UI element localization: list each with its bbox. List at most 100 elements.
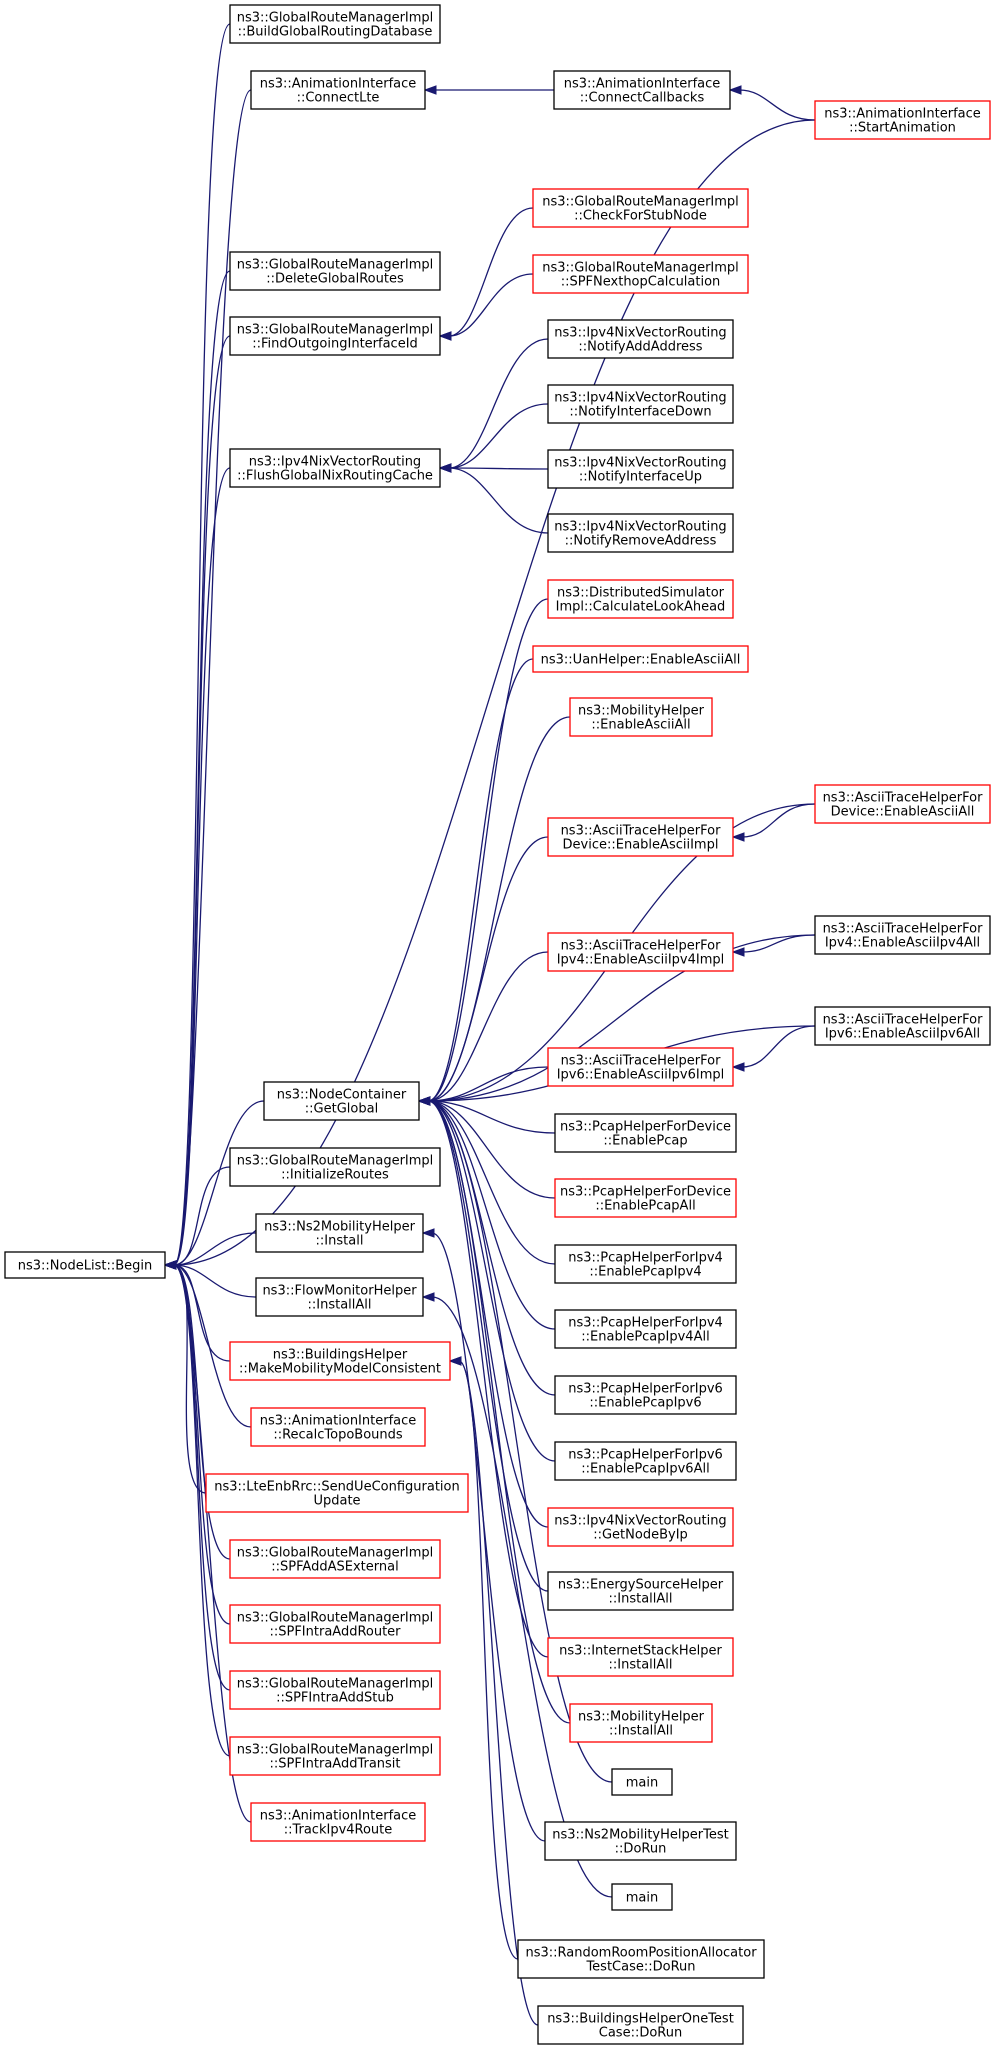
node-label: ns3::GlobalRouteManagerImpl: [237, 1546, 434, 1561]
graph-node[interactable]: ns3::PcapHelperForDevice::EnablePcap: [554, 1113, 737, 1153]
graph-node[interactable]: ns3::GlobalRouteManagerImpl::FindOutgoin…: [229, 316, 441, 356]
node-label: ::BuildGlobalRoutingDatabase: [238, 25, 433, 40]
graph-node[interactable]: ns3::PcapHelperForIpv4::EnablePcapIpv4Al…: [554, 1309, 737, 1349]
call-edge: [448, 338, 549, 469]
graph-node[interactable]: ns3::AnimationInterface::TrackIpv4Route: [250, 1802, 426, 1842]
graph-node[interactable]: ns3::GlobalRouteManagerImpl::BuildGlobal…: [229, 4, 441, 44]
graph-node-root[interactable]: ns3::NodeList::Begin: [4, 1251, 166, 1279]
node-label: ::NotifyRemoveAddress: [565, 534, 717, 549]
graph-node[interactable]: ns3::MobilityHelper::InstallAll: [569, 1703, 713, 1743]
call-edge: [173, 23, 231, 1266]
call-edge: [448, 403, 549, 469]
graph-node[interactable]: ns3::NodeContainer::GetGlobal: [263, 1081, 420, 1121]
graph-node[interactable]: ns3::AsciiTraceHelperForDevice::EnableAs…: [814, 784, 991, 824]
node-label: ns3::Ipv4NixVectorRouting: [554, 1514, 726, 1529]
node-label: Impl::CalculateLookAhead: [556, 600, 726, 615]
graph-node[interactable]: ns3::GlobalRouteManagerImpl::DeleteGloba…: [229, 251, 441, 291]
call-edge: [427, 1100, 556, 1199]
graph-node[interactable]: ns3::GlobalRouteManagerImpl::SPFNexthopC…: [532, 254, 749, 294]
graph-node[interactable]: ns3::RandomRoomPositionAllocatorTestCase…: [517, 1939, 765, 1979]
graph-node[interactable]: ns3::Ns2MobilityHelper::Install: [255, 1213, 424, 1253]
graph-node[interactable]: ns3::BuildingsHelper::MakeMobilityModelC…: [229, 1341, 451, 1381]
node-box: [263, 1081, 420, 1121]
call-edge: [427, 1100, 556, 1134]
call-edge: [427, 1066, 549, 1102]
graph-node[interactable]: ns3::PcapHelperForIpv6::EnablePcapIpv6: [554, 1375, 737, 1415]
node-label: ::EnableAsciiAll: [591, 718, 690, 733]
graph-node[interactable]: ns3::EnergySourceHelper::InstallAll: [547, 1571, 734, 1611]
graph-node[interactable]: ns3::UanHelper::EnableAsciiAll: [532, 645, 749, 673]
node-label: ns3::PcapHelperForIpv4: [568, 1251, 723, 1266]
node-label: ::DoRun: [615, 1842, 667, 1857]
graph-node[interactable]: ns3::AnimationInterface::ConnectCallback…: [553, 70, 731, 110]
graph-node[interactable]: main: [611, 1883, 673, 1911]
graph-node[interactable]: ns3::Ipv4NixVectorRouting::NotifyInterfa…: [547, 449, 734, 489]
node-label: main: [626, 1776, 658, 1791]
graph-node[interactable]: ns3::GlobalRouteManagerImpl::SPFIntraAdd…: [229, 1604, 441, 1644]
edge-arrowhead: [163, 1260, 177, 1270]
graph-node[interactable]: ns3::GlobalRouteManagerImpl::InitializeR…: [229, 1147, 441, 1187]
graph-node[interactable]: ns3::LteEnbRrc::SendUeConfigurationUpdat…: [205, 1473, 469, 1513]
graph-node[interactable]: ns3::GlobalRouteManagerImpl::CheckForStu…: [532, 188, 749, 228]
graph-node[interactable]: ns3::GlobalRouteManagerImpl::SPFIntraAdd…: [229, 1736, 441, 1776]
graph-node[interactable]: ns3::AsciiTraceHelperForIpv6::EnableAsci…: [814, 1006, 991, 1046]
graph-node[interactable]: ns3::PcapHelperForIpv6::EnablePcapIpv6Al…: [554, 1441, 737, 1481]
node-label: ::NotifyInterfaceUp: [579, 470, 702, 485]
node-label: Ipv6::EnableAsciiIpv6Impl: [557, 1068, 725, 1083]
graph-node[interactable]: ns3::GlobalRouteManagerImpl::SPFAddASExt…: [229, 1539, 441, 1579]
node-box: [569, 1703, 713, 1743]
graph-node[interactable]: ns3::AsciiTraceHelperForDevice::EnableAs…: [547, 817, 734, 857]
node-box: [229, 1341, 451, 1381]
node-label: Case::DoRun: [599, 2026, 682, 2041]
graph-node[interactable]: ns3::DistributedSimulatorImpl::Calculate…: [547, 579, 734, 619]
graph-node[interactable]: ns3::AnimationInterface::ConnectLte: [250, 70, 426, 110]
node-label: ns3::MobilityHelper: [578, 1710, 705, 1725]
graph-node[interactable]: ns3::InternetStackHelper::InstallAll: [547, 1637, 734, 1677]
graph-node[interactable]: ns3::AsciiTraceHelperForIpv4::EnableAsci…: [814, 915, 991, 955]
node-label: ns3::GlobalRouteManagerImpl: [542, 195, 739, 210]
call-edge: [173, 1264, 231, 1362]
call-edge: [173, 1264, 207, 1494]
call-edge: [427, 951, 549, 1102]
edge-arrowhead: [421, 1292, 435, 1302]
graph-node[interactable]: ns3::PcapHelperForDevice::EnablePcapAll: [554, 1178, 737, 1218]
call-edge: [427, 1100, 556, 1265]
node-box: [229, 4, 441, 44]
node-box: [229, 1670, 441, 1710]
graph-node[interactable]: ns3::AsciiTraceHelperForIpv4::EnableAsci…: [547, 932, 734, 972]
node-box: [814, 1006, 991, 1046]
call-edge: [427, 1100, 613, 1783]
edge-arrowhead: [731, 947, 745, 957]
edge-arrowhead: [448, 1356, 462, 1366]
node-label: ::EnablePcap: [603, 1134, 687, 1149]
node-box: [547, 1571, 734, 1611]
node-label: ns3::AsciiTraceHelperFor: [823, 922, 984, 937]
node-label: Update: [313, 1494, 360, 1509]
graph-node[interactable]: ns3::Ipv4NixVectorRouting::NotifyRemoveA…: [547, 513, 734, 553]
graph-node[interactable]: ns3::Ipv4NixVectorRouting::FlushGlobalNi…: [229, 448, 441, 488]
node-label: TestCase::DoRun: [585, 1960, 695, 1975]
node-label: ::SPFIntraAddTransit: [269, 1757, 400, 1772]
call-edge: [448, 207, 534, 337]
graph-node[interactable]: ns3::FlowMonitorHelper::InstallAll: [255, 1277, 424, 1317]
graph-node[interactable]: ns3::AsciiTraceHelperForIpv6::EnableAsci…: [547, 1047, 734, 1087]
node-label: ns3::AnimationInterface: [824, 107, 981, 122]
graph-node[interactable]: ns3::MobilityHelper::EnableAsciiAll: [569, 697, 713, 737]
call-graph-edges: [163, 23, 816, 2026]
graph-node[interactable]: ns3::PcapHelperForIpv4::EnablePcapIpv4: [554, 1244, 737, 1284]
node-label: ns3::PcapHelperForIpv4: [568, 1316, 723, 1331]
node-label: Ipv6::EnableAsciiIpv6All: [825, 1027, 980, 1042]
node-label: ::SPFNexthopCalculation: [561, 275, 721, 290]
call-edge: [427, 1100, 556, 1462]
graph-node[interactable]: main: [611, 1768, 673, 1796]
node-label: ::EnablePcapAll: [595, 1199, 695, 1214]
graph-node[interactable]: ns3::Ns2MobilityHelperTest::DoRun: [544, 1821, 737, 1861]
graph-node[interactable]: ns3::Ipv4NixVectorRouting::NotifyInterfa…: [547, 384, 734, 424]
graph-node[interactable]: ns3::AnimationInterface::StartAnimation: [814, 100, 991, 140]
graph-node[interactable]: ns3::AnimationInterface::RecalcTopoBound…: [250, 1407, 426, 1447]
graph-node[interactable]: ns3::GlobalRouteManagerImpl::SPFIntraAdd…: [229, 1670, 441, 1710]
graph-node[interactable]: ns3::Ipv4NixVectorRouting::GetNodeByIp: [547, 1507, 734, 1547]
graph-node[interactable]: ns3::Ipv4NixVectorRouting::NotifyAddAddr…: [547, 319, 734, 359]
node-label: Ipv4::EnableAsciiIpv4Impl: [557, 953, 725, 968]
